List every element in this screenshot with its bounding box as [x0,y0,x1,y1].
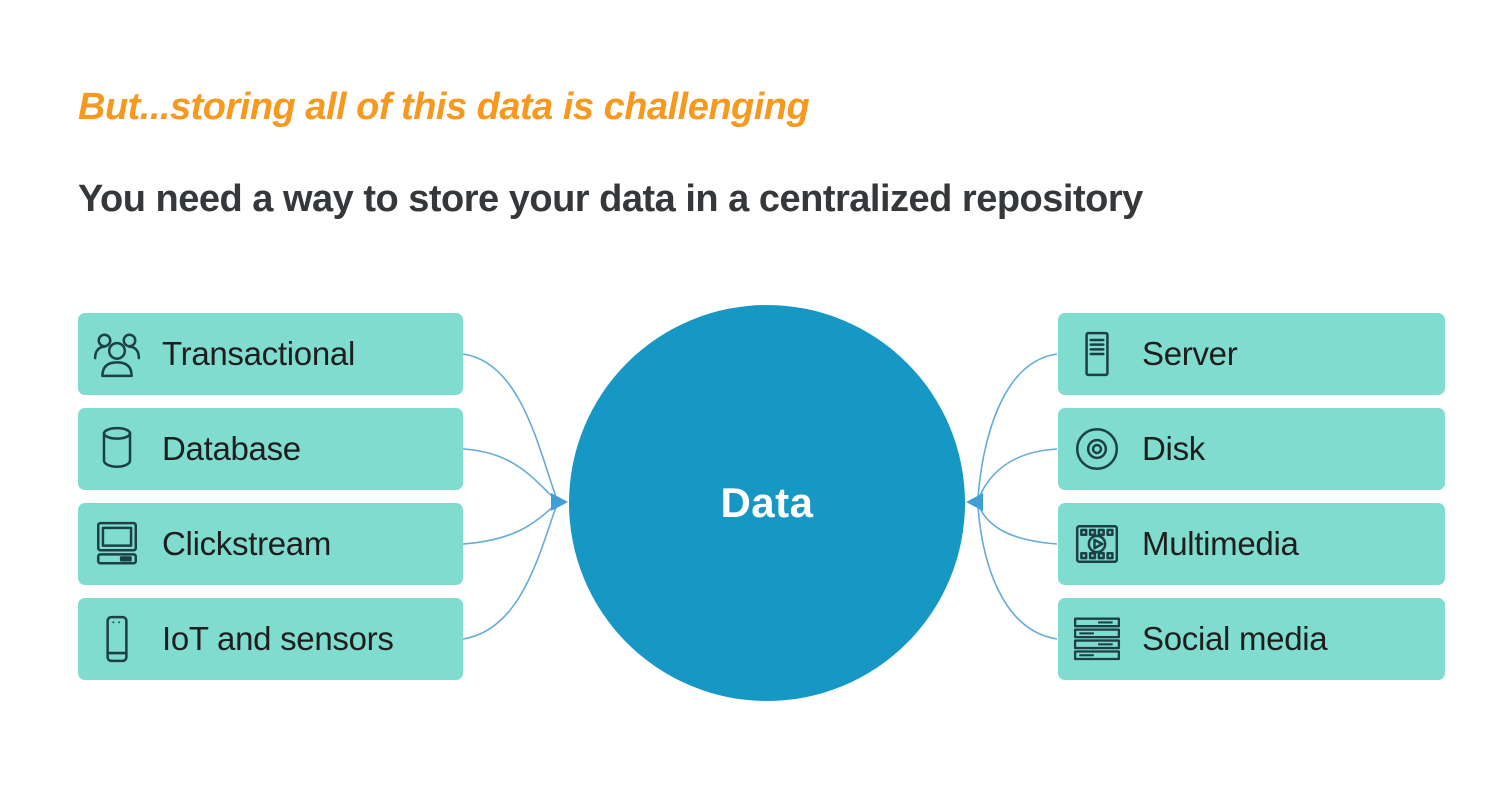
source-box-multimedia: Multimedia [1058,503,1445,585]
slide-title: But...storing all of this data is challe… [78,86,810,128]
source-label: Social media [1142,620,1328,657]
source-box-disk: Disk [1058,408,1445,490]
source-label: Database [162,430,301,467]
source-box-server: Server [1058,313,1445,395]
source-label: Transactional [162,335,355,372]
disk-icon [1075,427,1119,471]
people-group-icon [93,333,141,378]
database-cylinder-icon [102,426,132,468]
left-arrowhead-icon [551,493,568,511]
feed-list-icon [1073,617,1121,661]
right-arrowhead-icon [966,493,983,511]
source-label: Disk [1142,430,1205,467]
mobile-phone-icon [106,615,128,663]
source-box-iot: IoT and sensors [78,598,463,680]
desktop-computer-icon [97,521,137,565]
source-box-clickstream: Clickstream [78,503,463,585]
source-box-social-media: Social media [1058,598,1445,680]
data-circle-label: Data [720,479,814,526]
source-box-database: Database [78,408,463,490]
source-label: Multimedia [1142,525,1299,562]
source-box-transactional: Transactional [78,313,463,395]
source-label: IoT and sensors [162,620,394,657]
film-media-icon [1075,525,1119,563]
data-circle: Data [569,305,965,701]
server-tower-icon [1085,331,1109,377]
source-label: Clickstream [162,525,332,562]
slide-subtitle: You need a way to store your data in a c… [78,178,1143,220]
source-label: Server [1142,335,1238,372]
